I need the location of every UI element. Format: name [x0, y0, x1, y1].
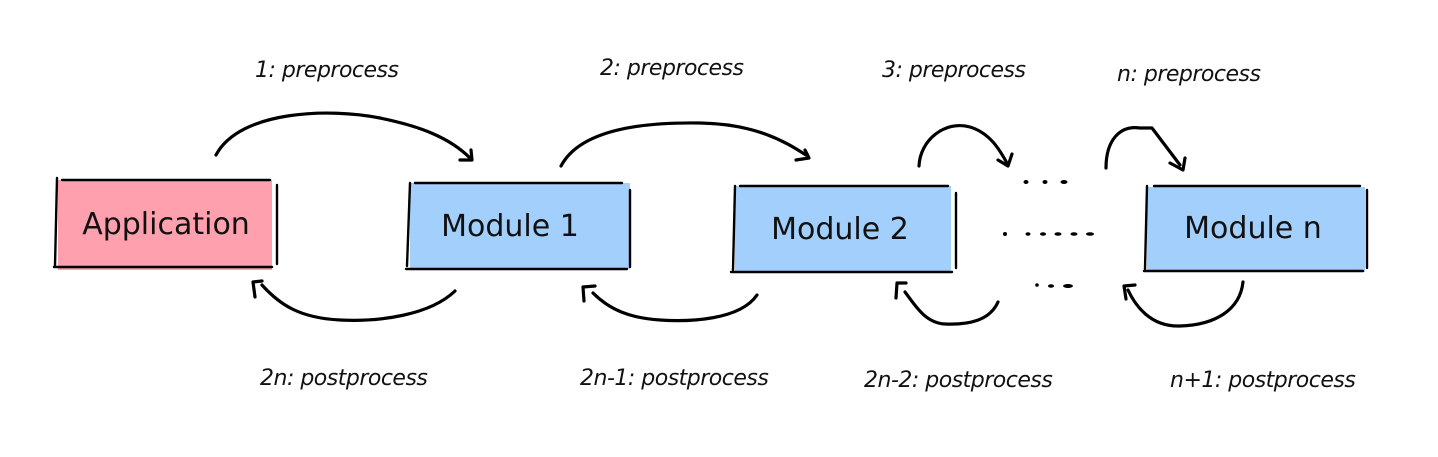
module-2-node [729, 184, 958, 274]
label-1-preprocess: 1: preprocess [255, 58, 399, 83]
module-2-label: Module 2 [771, 211, 909, 247]
module-n-fill [1147, 187, 1365, 272]
application-fill [58, 180, 272, 270]
arrow-n-plus-1-postprocess [1122, 280, 1245, 328]
label-n-preprocess: n: preprocess [1117, 62, 1261, 87]
ellipsis-bottom [1035, 283, 1073, 288]
module-n-label: Module n [1184, 211, 1322, 246]
application-node [52, 176, 279, 270]
label-2n-1-postprocess: 2n-1: postprocess [580, 366, 769, 391]
module-1-node [404, 181, 632, 271]
label-3-preprocess: 3: preprocess [882, 58, 1026, 83]
module-1-fill [410, 183, 630, 269]
arrow-3-preprocess [917, 124, 1014, 168]
arrow-2n-postprocess [251, 279, 457, 322]
arrow-2-preprocess [559, 121, 811, 168]
ellipsis-middle [1003, 232, 1094, 236]
label-2n-2-postprocess: 2n-2: postprocess [864, 368, 1053, 393]
label-2-preprocess: 2: preprocess [600, 56, 744, 81]
label-2n-postprocess: 2n: postprocess [260, 366, 428, 391]
module-2-fill [735, 186, 951, 272]
ellipsis-top [1023, 180, 1068, 184]
arrow-1-preprocess [214, 111, 474, 162]
module-n-node [1142, 184, 1369, 273]
arrow-2n-1-postprocess [581, 284, 759, 323]
application-label: Application [82, 206, 250, 242]
arrow-2n-2-postprocess [894, 281, 1000, 326]
label-n-plus-1-postprocess: n+1: postprocess [1170, 368, 1356, 393]
arrow-n-preprocess [1104, 126, 1187, 172]
module-1-label: Module 1 [441, 208, 579, 244]
